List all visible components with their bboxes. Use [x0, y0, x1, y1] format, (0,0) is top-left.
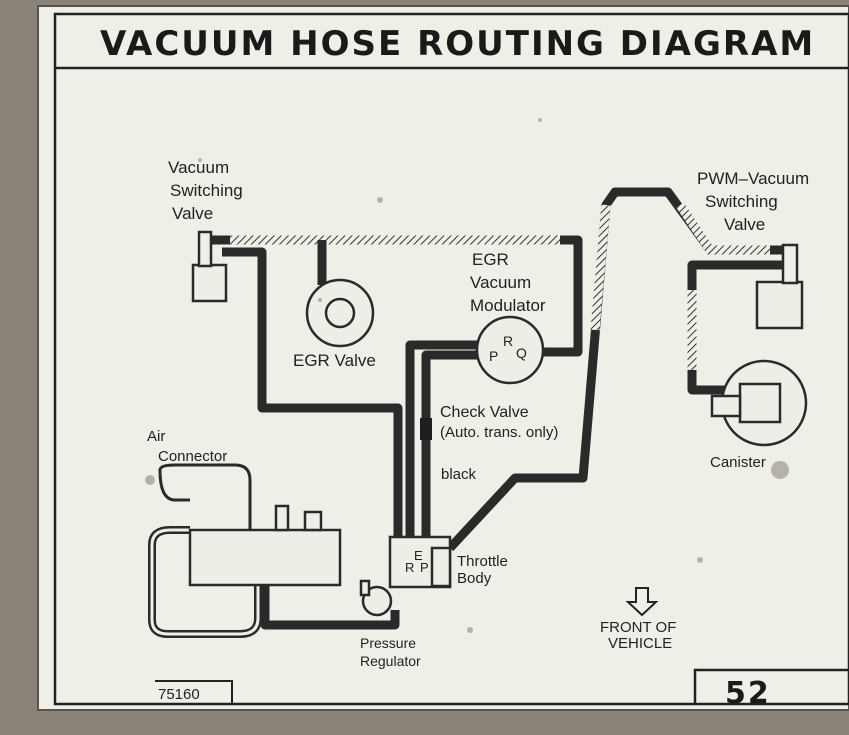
check-valve-label-1: Check Valve — [440, 404, 529, 421]
modulator-port-r: R — [503, 333, 513, 349]
egr-modulator-label-1: EGR — [472, 250, 509, 269]
throttle-port-e: E — [414, 548, 423, 563]
vsv-port — [197, 230, 213, 268]
air-connector-nipple-2 — [303, 510, 323, 532]
throttle-port-r: R — [405, 560, 414, 575]
canister-top — [738, 382, 782, 424]
hose-pwm-hatch — [590, 204, 611, 331]
part-number: 75160 — [158, 686, 200, 703]
egr-modulator-label: EGR Vacuum Modulator — [470, 250, 546, 315]
egr-valve-label: EGR Valve — [293, 351, 376, 370]
pressure-regulator-label-2: Regulator — [360, 653, 421, 669]
modulator-port-q: Q — [516, 345, 527, 361]
pwm-vsv-label-1: PWM–Vacuum — [697, 169, 809, 188]
hose-pwm-hatch2 — [676, 202, 770, 255]
throttle-body-side — [430, 546, 452, 588]
pwm-vsv-label-3: Valve — [724, 215, 765, 234]
grime — [145, 118, 789, 633]
vsv-label: Vacuum Switching Valve — [168, 158, 243, 223]
egr-modulator-label-2: Vacuum — [470, 273, 531, 292]
vsv-label-3: Valve — [172, 204, 213, 223]
front-label-2: VEHICLE — [608, 635, 672, 652]
air-connector-label-2: Connector — [158, 448, 227, 465]
canister-label: Canister — [710, 454, 766, 471]
air-connector-nipple-1 — [274, 504, 290, 532]
egr-valve-inner — [324, 297, 356, 329]
pressure-regulator-stem — [359, 579, 371, 597]
diagram-title: VACUUM HOSE ROUTING DIAGRAM — [100, 24, 815, 64]
vsv-label-1: Vacuum — [168, 158, 229, 177]
pressure-regulator-label-1: Pressure — [360, 635, 416, 651]
air-connector-label-1: Air — [147, 428, 165, 445]
air-connector-body — [188, 528, 342, 587]
throttle-port-p: P — [420, 560, 429, 575]
front-label-1: FRONT OF — [600, 619, 676, 636]
egr-modulator-label-3: Modulator — [470, 296, 546, 315]
hose-regulator — [260, 585, 400, 630]
hose-vsv-to-throttle — [222, 247, 403, 540]
vsv-label-2: Switching — [170, 181, 243, 200]
canister-port — [710, 394, 742, 418]
front-arrow-icon — [625, 587, 659, 617]
air-connector-pipe-inner — [150, 528, 260, 636]
hose-modulator-p — [405, 340, 478, 540]
page-number-box — [693, 668, 849, 704]
throttle-body-label-2: Body — [457, 570, 492, 587]
check-valve — [420, 418, 432, 440]
pwm-vsv-label: PWM–Vacuum Switching Valve — [697, 169, 809, 234]
part-number-box — [155, 680, 233, 704]
throttle-body-label-1: Throttle — [457, 553, 508, 570]
page-number: 52 — [725, 676, 771, 711]
pwm-vsv-body — [755, 280, 804, 330]
vsv-body — [191, 263, 228, 303]
hose-modulator-r — [421, 350, 478, 540]
pwm-vsv-label-2: Switching — [705, 192, 778, 211]
black-label: black — [441, 466, 477, 483]
egr-modulator — [475, 315, 545, 385]
inner-border — [53, 12, 849, 706]
check-valve-label-2: (Auto. trans. only) — [440, 424, 558, 441]
modulator-port-p: P — [489, 348, 498, 364]
pwm-vsv-port — [781, 243, 799, 285]
air-connector-loop — [158, 463, 252, 530]
